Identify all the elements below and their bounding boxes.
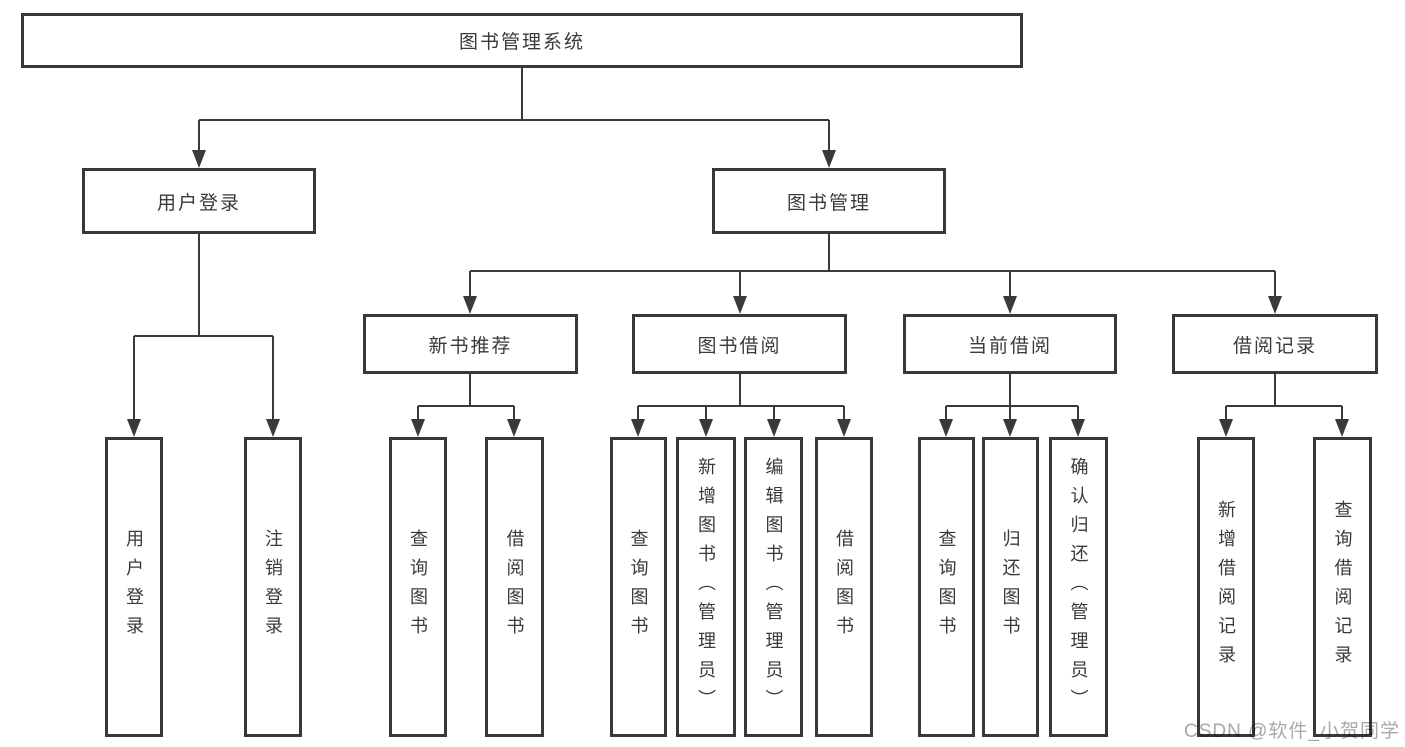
leaf-return-book: 归还图书 xyxy=(982,437,1039,737)
leaf-query-book: 查询图书 xyxy=(610,437,667,737)
connector-borrow-records-branch xyxy=(1219,374,1349,437)
arrowhead-down-icon xyxy=(939,419,953,437)
connector-line xyxy=(417,374,515,421)
node-new-book-recommend: 新书推荐 xyxy=(363,314,578,374)
arrowhead-down-icon xyxy=(266,419,280,437)
leaf-borrow-book: 借阅图书 xyxy=(815,437,873,737)
arrowhead-down-icon xyxy=(733,296,747,314)
arrowhead-down-icon xyxy=(127,419,141,437)
arrowhead-down-icon xyxy=(1003,296,1017,314)
connector-line xyxy=(945,374,1079,421)
arrowhead-down-icon xyxy=(631,419,645,437)
arrowhead-down-icon xyxy=(1335,419,1349,437)
connector-line xyxy=(637,374,845,421)
arrowhead-down-icon xyxy=(1219,419,1233,437)
leaf-borrow-book-recommend: 借阅图书 xyxy=(485,437,544,737)
arrowhead-down-icon xyxy=(1268,296,1282,314)
arrowhead-down-icon xyxy=(411,419,425,437)
arrowhead-down-icon xyxy=(837,419,851,437)
connector-user-login-branch xyxy=(127,234,280,437)
node-current-borrow: 当前借阅 xyxy=(903,314,1117,374)
connector-line xyxy=(1225,374,1343,421)
leaf-query-borrow-record: 查询借阅记录 xyxy=(1313,437,1372,737)
connector-book-borrow-branch xyxy=(631,374,851,437)
leaf-user-login: 用户登录 xyxy=(105,437,163,737)
arrowhead-down-icon xyxy=(699,419,713,437)
arrowhead-down-icon xyxy=(192,150,206,168)
connector-line xyxy=(198,68,830,152)
node-borrow-records: 借阅记录 xyxy=(1172,314,1378,374)
arrowhead-down-icon xyxy=(1071,419,1085,437)
leaf-query-current-borrow: 查询图书 xyxy=(918,437,975,737)
watermark: CSDN @软件_小贺同学 xyxy=(1184,721,1400,742)
connector-current-borrow-branch xyxy=(939,374,1085,437)
node-user-login: 用户登录 xyxy=(82,168,316,234)
leaf-edit-book-admin: 编辑图书（管理员） xyxy=(744,437,803,737)
arrowhead-down-icon xyxy=(1003,419,1017,437)
leaf-logout: 注销登录 xyxy=(244,437,302,737)
connector-new-book-branch xyxy=(411,374,521,437)
node-book-management: 图书管理 xyxy=(712,168,946,234)
node-library-management-system: 图书管理系统 xyxy=(21,13,1023,68)
arrowhead-down-icon xyxy=(767,419,781,437)
leaf-add-borrow-record: 新增借阅记录 xyxy=(1197,437,1255,737)
connector-root-to-level2 xyxy=(192,68,836,168)
arrowhead-down-icon xyxy=(822,150,836,168)
arrowhead-down-icon xyxy=(507,419,521,437)
arrowhead-down-icon xyxy=(463,296,477,314)
connector-book-management-to-level3 xyxy=(463,234,1282,314)
connector-line xyxy=(133,234,274,421)
connector-line xyxy=(469,234,1276,298)
node-book-borrow: 图书借阅 xyxy=(632,314,847,374)
leaf-confirm-return-admin: 确认归还（管理员） xyxy=(1049,437,1108,737)
leaf-add-book-admin: 新增图书（管理员） xyxy=(676,437,736,737)
leaf-query-book-recommend: 查询图书 xyxy=(389,437,447,737)
